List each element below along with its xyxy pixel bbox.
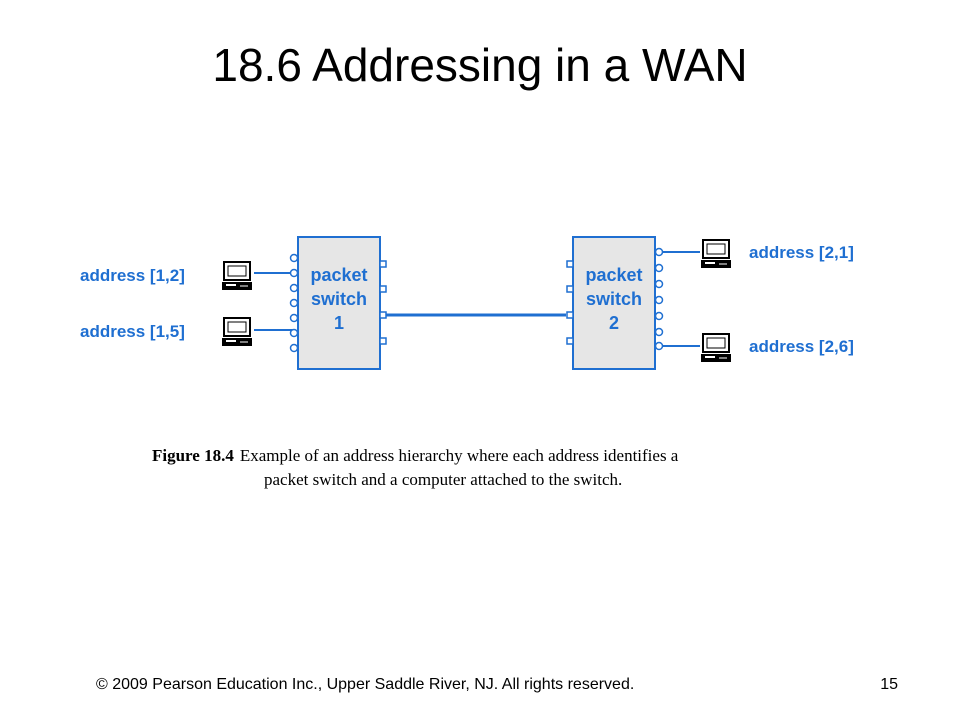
switch-ports-left: [566, 260, 574, 345]
packet-switch-2: packet switch 2: [566, 236, 664, 370]
address-label-1-2: address [1,2]: [80, 266, 185, 285]
switch-1-label-line-1: packet: [310, 265, 367, 285]
page-number: 15: [880, 676, 898, 693]
switch-ports-right: [654, 247, 664, 351]
switch-ports-right: [379, 260, 387, 345]
switch-2-label-line-3: 2: [609, 313, 619, 333]
figure-caption: Figure 18.4 Example of an address hierarc…: [152, 444, 832, 492]
computer-links: [254, 251, 700, 347]
computer-icon-1-5: [221, 317, 253, 347]
address-label-1-5: address [1,5]: [80, 322, 185, 341]
address-label-2-1: address [2,1]: [749, 243, 854, 262]
switch-1-label-line-2: switch: [311, 289, 367, 309]
switch-1-label-line-3: 1: [334, 313, 344, 333]
switch-2-label-line-2: switch: [586, 289, 642, 309]
caption-line-1: Example of an address hierarchy where ea…: [239, 446, 679, 465]
switch-ports-left: [289, 253, 299, 353]
switch-body: [572, 236, 656, 370]
packet-switch-1: packet switch 1: [289, 236, 387, 370]
address-label-2-6: address [2,6]: [749, 337, 854, 356]
computer-icon-1-2: [221, 261, 253, 291]
computer-icon-2-1: [700, 239, 732, 269]
slide-title: 18.6 Addressing in a WAN: [212, 39, 748, 91]
copyright-footer: © 2009 Pearson Education Inc., Upper Sad…: [96, 676, 635, 693]
switch-2-label-line-1: packet: [585, 265, 642, 285]
figure-number: Figure 18.4: [152, 446, 234, 465]
computer-icon-2-6: [700, 333, 732, 363]
caption-line-2: packet switch and a computer attached to…: [264, 470, 623, 489]
